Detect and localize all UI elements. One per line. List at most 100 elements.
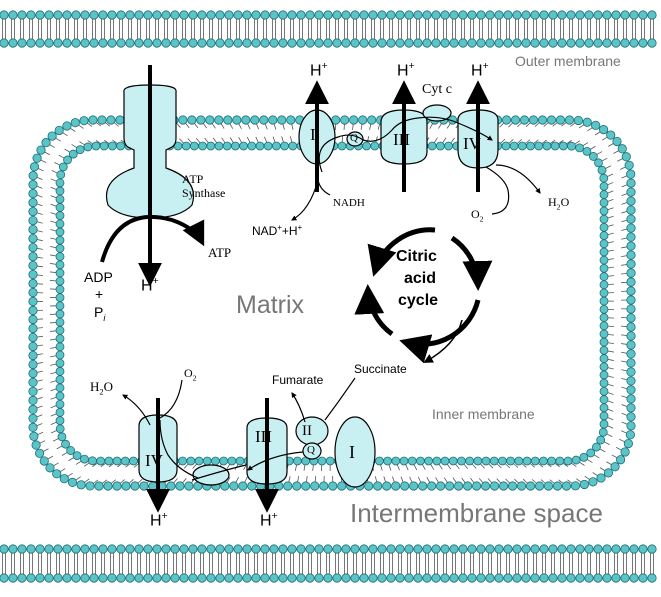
lipid-head: [207, 11, 215, 19]
lipid-head: [504, 39, 512, 47]
lipid-head: [428, 142, 436, 150]
oxygen-in-top: [486, 167, 509, 214]
lipid-head: [531, 545, 539, 553]
lipid-head: [607, 131, 615, 139]
citric-acid-label-1: Citric: [396, 249, 437, 265]
lipid-head: [188, 116, 196, 124]
lipid-head: [474, 457, 482, 465]
lipid-head: [559, 142, 567, 150]
lipid-head: [27, 574, 35, 582]
lipid-head: [230, 482, 238, 490]
lipid-head: [450, 574, 458, 582]
matrix-label: Matrix: [236, 293, 304, 318]
lipid-head: [599, 125, 607, 133]
lipid-head: [162, 11, 170, 19]
lipid-head: [54, 545, 62, 553]
lipid-head: [45, 11, 53, 19]
lipid-head: [117, 545, 125, 553]
lipid-head: [171, 574, 179, 582]
complex-III-bottom-label: III: [255, 428, 272, 445]
lipid-head: [144, 11, 152, 19]
lipid-head: [383, 482, 391, 490]
lipid-head: [502, 116, 510, 124]
lipid-head: [187, 457, 195, 465]
o2-sub: 2: [480, 214, 484, 223]
lipid-head: [441, 39, 449, 47]
lipid-head: [29, 360, 37, 368]
lipid-head: [517, 482, 525, 490]
h-base: H: [471, 62, 483, 79]
lipid-head: [551, 142, 559, 150]
lipid-head: [405, 39, 413, 47]
lipid-head: [56, 253, 64, 261]
lipid-head: [225, 574, 233, 582]
lipid-head: [27, 545, 35, 553]
lipid-head: [432, 39, 440, 47]
lipid-head: [627, 404, 635, 412]
lipid-head: [306, 11, 314, 19]
lipid-head: [333, 11, 341, 19]
lipid-head: [225, 545, 233, 553]
lipid-head: [29, 378, 37, 386]
h-base: H: [397, 62, 409, 79]
lipid-head: [531, 574, 539, 582]
lipid-head: [29, 180, 37, 188]
lipid-head: [495, 574, 503, 582]
lipid-head: [29, 369, 37, 377]
lipid-head: [513, 574, 521, 582]
h-sup: +: [162, 511, 168, 522]
lipid-head: [504, 574, 512, 582]
lipid-head: [375, 457, 383, 465]
water-out-top: [496, 165, 540, 193]
lipid-head: [0, 11, 8, 19]
lipid-head: [600, 338, 608, 346]
lipid-head: [252, 545, 260, 553]
lipid-head: [556, 116, 564, 124]
lipid-head: [33, 154, 41, 162]
lipid-head: [54, 39, 62, 47]
lipid-head: [99, 11, 107, 19]
lipid-head: [616, 456, 624, 464]
lipid-head: [543, 142, 551, 150]
lipid-head: [234, 545, 242, 553]
lipid-head: [600, 420, 608, 428]
lipid-head: [538, 116, 546, 124]
lipid-head: [351, 545, 359, 553]
cyt-c-label: Cyt c: [422, 83, 452, 97]
lipid-head: [279, 545, 287, 553]
lipid-head: [627, 260, 635, 268]
lipid-head: [580, 480, 588, 488]
lipid-head: [540, 11, 548, 19]
lipid-head: [56, 400, 64, 408]
lipid-head: [56, 417, 64, 425]
lipid-head: [627, 179, 635, 187]
h-sup: +: [272, 511, 278, 522]
lipid-head: [627, 269, 635, 277]
lipid-head: [630, 39, 638, 47]
lipid-head: [86, 482, 94, 490]
complex-IV-top-label: IV: [463, 135, 481, 152]
lipid-head: [288, 11, 296, 19]
lipid-head: [622, 153, 630, 161]
lipid-head: [293, 457, 301, 465]
lipid-head: [350, 116, 358, 124]
lipid-head: [400, 482, 408, 490]
lipid-head: [36, 574, 44, 582]
lipid-head: [600, 305, 608, 313]
lipid-head: [63, 122, 71, 130]
lipid-head: [29, 324, 37, 332]
lipid-head: [522, 545, 530, 553]
lipid-head: [627, 395, 635, 403]
lipid-head: [149, 482, 157, 490]
lipid-head: [477, 545, 485, 553]
lipid-head: [600, 404, 608, 412]
lipid-head: [88, 457, 96, 465]
lipid-head: [518, 142, 526, 150]
lipid-head: [248, 142, 256, 150]
h-sup: +: [322, 61, 328, 72]
lipid-head: [72, 574, 80, 582]
lipid-head: [522, 11, 530, 19]
lipid-head: [600, 297, 608, 305]
lipid-head: [29, 279, 37, 287]
lipid-head: [600, 273, 608, 281]
